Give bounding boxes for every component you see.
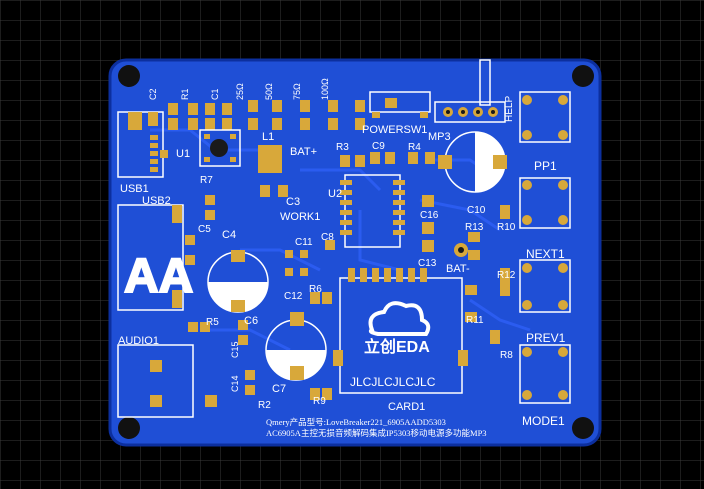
- lceda-cloud-icon: [368, 301, 431, 336]
- label-pp1: PP1: [534, 159, 557, 173]
- u1-chip: [199, 129, 241, 167]
- label-c8: C8: [321, 232, 334, 243]
- label-c3: C3: [286, 196, 300, 208]
- misc-smd-pads: [160, 150, 510, 400]
- electrolytic-cap-top: [438, 131, 507, 193]
- sd-card-slot: [333, 268, 468, 394]
- label-r2: R2: [258, 400, 271, 411]
- u2-chip: [340, 174, 405, 248]
- label-work1: WORK1: [280, 211, 320, 223]
- l1-inductor: [258, 145, 282, 173]
- label-r6: R6: [309, 284, 322, 295]
- label-r8: R8: [500, 350, 513, 361]
- label-c13: C13: [418, 258, 437, 269]
- label-u1: U1: [176, 148, 190, 160]
- label-r100: 100Ω: [320, 78, 330, 100]
- label-powersw1: POWERSW1: [362, 124, 427, 136]
- electrolytic-cap-c7: [265, 312, 327, 381]
- label-c9: C9: [372, 141, 385, 152]
- label-r25: 25Ω: [235, 83, 245, 100]
- label-mode1: MODE1: [522, 414, 565, 428]
- label-c16: C16: [420, 210, 439, 221]
- label-c2: C2: [148, 88, 158, 100]
- footer-line-1: Qmery产品型号:LoveBreaker221_6905AADD5303: [266, 417, 446, 427]
- svg-text:AA: AA: [124, 250, 193, 303]
- label-prev1: PREV1: [526, 331, 566, 345]
- lceda-logo-text: 立创EDA: [364, 337, 430, 356]
- label-c14: C14: [230, 375, 240, 392]
- label-audio1: AUDIO1: [118, 335, 159, 347]
- label-usb1: USB1: [120, 183, 149, 195]
- usb2-connector: AA: [117, 204, 194, 311]
- label-c1: C1: [210, 88, 220, 100]
- label-batm: BAT-: [446, 263, 470, 275]
- label-help: HELP: [504, 96, 515, 122]
- label-r7: R7: [200, 175, 213, 186]
- label-l1: L1: [262, 131, 274, 143]
- jlc-text: JLCJLCJLCJLC: [350, 375, 436, 389]
- footer-line-2: AC6905A主控无损音频解码集成IP5303移动电源多功能MP3: [266, 428, 487, 438]
- label-c10: C10: [467, 205, 486, 216]
- power-switch: [369, 91, 431, 118]
- label-c6: C6: [244, 315, 258, 327]
- label-usb2: USB2: [142, 195, 171, 207]
- label-c5: C5: [198, 224, 211, 235]
- label-r1: R1: [180, 88, 190, 100]
- mp3-help-header: [434, 59, 506, 123]
- label-r4: R4: [408, 142, 421, 153]
- label-r5: R5: [206, 317, 219, 328]
- label-r50: 50Ω: [264, 83, 274, 100]
- electrolytic-cap-c4: [207, 250, 269, 313]
- label-r75: 75Ω: [292, 83, 302, 100]
- audio-jack: [117, 344, 217, 418]
- label-r12: R12: [497, 270, 516, 281]
- label-c11: C11: [295, 237, 313, 248]
- label-r11: R11: [466, 315, 484, 326]
- usb1-connector: [117, 111, 164, 178]
- label-c7: C7: [272, 383, 286, 395]
- label-r10: R10: [497, 222, 516, 233]
- label-r9: R9: [313, 396, 326, 407]
- label-r3: R3: [336, 142, 349, 153]
- label-next1: NEXT1: [526, 247, 565, 261]
- top-smd-row: [168, 100, 365, 130]
- push-buttons: [519, 91, 571, 404]
- label-c12: C12: [284, 291, 303, 302]
- label-r13: R13: [465, 222, 484, 233]
- label-c4: C4: [222, 229, 236, 241]
- mounting-holes: [118, 65, 594, 439]
- label-mp3: MP3: [428, 131, 451, 143]
- label-c15: C15: [230, 341, 240, 358]
- label-batp: BAT+: [290, 146, 317, 158]
- label-u2: U2: [328, 188, 342, 200]
- label-card1: CARD1: [388, 401, 425, 413]
